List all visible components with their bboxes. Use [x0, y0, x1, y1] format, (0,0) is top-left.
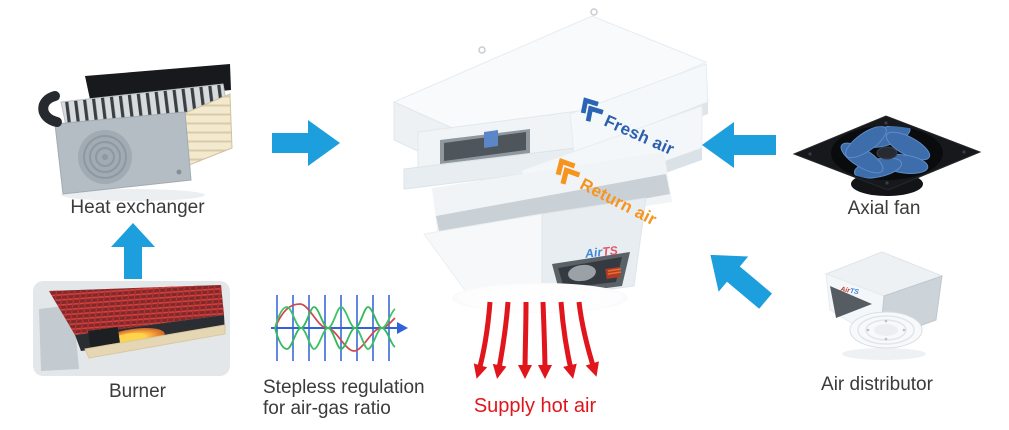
supply-hot-air-label: Supply hot air	[473, 395, 597, 417]
regulation-label-line2: for air-gas ratio	[263, 398, 391, 419]
wave-axis	[271, 322, 408, 334]
heat-exchanger-top-panel	[85, 64, 231, 104]
fan-blades	[840, 126, 931, 179]
return-air-flow-label: Return air	[545, 156, 661, 234]
arrow-up-left-icon	[710, 254, 773, 309]
fan-blade	[845, 126, 887, 159]
hanger-hook-icon	[590, 8, 598, 16]
air-distributor-label: Air distributor	[821, 374, 933, 395]
air-distributor-shadow	[842, 348, 926, 360]
airts-logo-ts: TS	[601, 243, 619, 259]
burner-mesh-lines-v	[49, 285, 224, 335]
hanger-hook-icon	[478, 46, 486, 54]
regulation-label-line1: Stepless regulation	[263, 377, 425, 398]
air-distributor-diffuser	[849, 311, 923, 349]
heat-exchanger-pipe	[38, 91, 62, 127]
supply-air-arrows-icon	[473, 301, 599, 379]
regulation-wave-graphic	[271, 295, 408, 361]
return-air-chevron-icon	[555, 157, 581, 185]
burner-rail	[84, 324, 226, 359]
unit-outlet-slot	[552, 252, 630, 294]
burner-label: Burner	[108, 381, 167, 402]
arrow-left-icon	[702, 122, 776, 168]
axial-fan-label: Axial fan	[847, 198, 921, 219]
heat-exchanger-shadow	[61, 189, 205, 201]
unit-bottom-section	[423, 197, 647, 301]
fan-grille-icon	[78, 130, 132, 184]
unit-lower-body	[432, 152, 672, 238]
burner-nozzle	[88, 326, 120, 348]
regulation-label: Stepless regulation for air-gas ratio	[263, 377, 443, 419]
arrow-up-icon	[111, 223, 155, 279]
unit-intake-duct	[403, 108, 609, 216]
duct-motor	[484, 130, 498, 148]
axial-fan-image	[792, 115, 982, 196]
air-distributor-mini-logo: AirTS	[839, 286, 860, 296]
arrow-right-icon	[272, 120, 340, 166]
fresh-air-flow-label: Fresh air	[571, 96, 678, 163]
heat-exchanger-image	[38, 64, 233, 201]
wave-green-sine-1	[274, 306, 396, 350]
wave-green-sine-2	[274, 306, 396, 350]
fan-blade	[885, 131, 931, 161]
heating-unit-image	[392, 8, 709, 313]
unit-outlet-glow	[452, 283, 628, 313]
fresh-air-chevron-icon	[580, 97, 604, 122]
fan-hub	[876, 146, 898, 160]
air-distributor-image: AirTS	[824, 251, 944, 360]
air-distributor-opening	[830, 286, 872, 318]
screw-icon	[176, 169, 182, 175]
heat-exchanger-label: Heat exchanger	[70, 197, 205, 218]
burner-image	[33, 281, 230, 376]
airts-logo-air: Air	[584, 244, 604, 261]
